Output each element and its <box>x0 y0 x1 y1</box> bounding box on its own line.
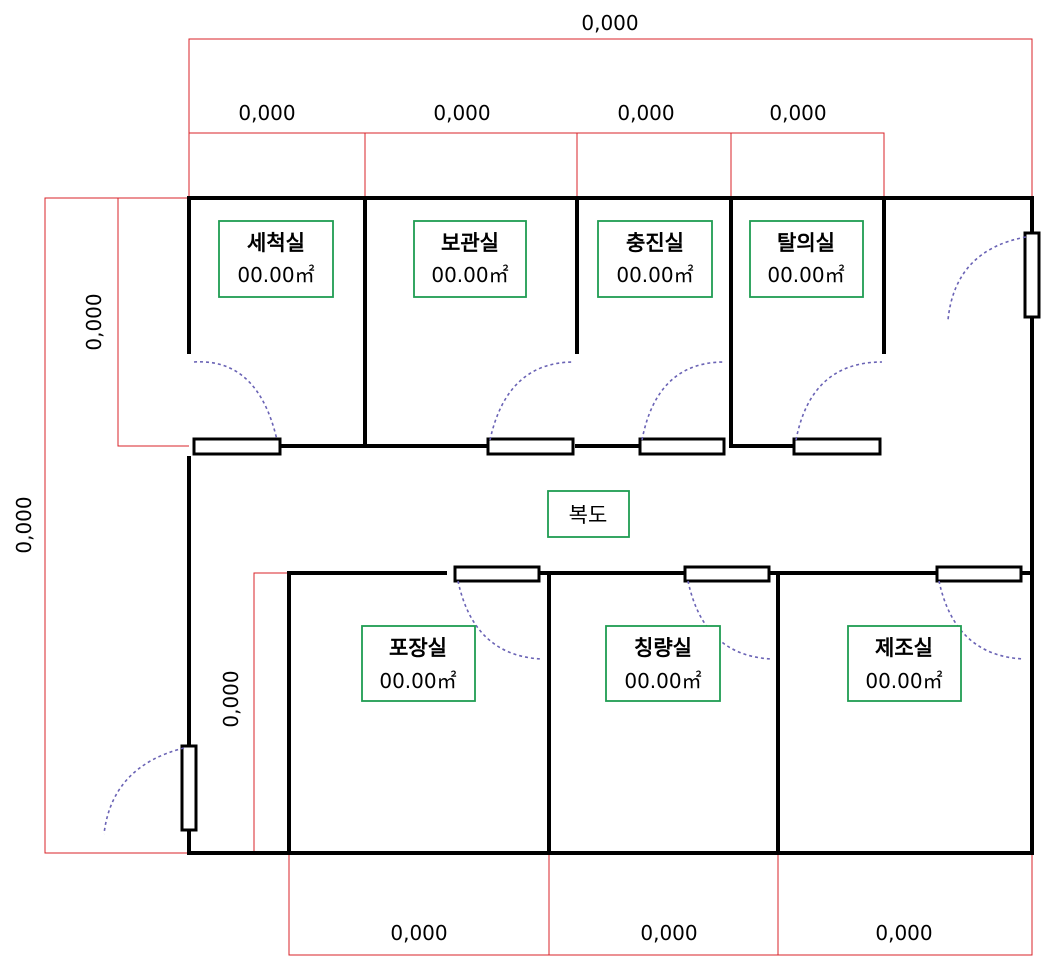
dim-left-upper: 0,000 <box>82 293 106 350</box>
dim-left-lower: 0,000 <box>219 670 243 727</box>
dim-top-segment-1: 0,000 <box>238 101 295 125</box>
room-labels: 세척실 00.00㎡ 보관실 00.00㎡ 충진실 00.00㎡ 탈의실 00.… <box>218 220 962 702</box>
door-entrance-right <box>1023 231 1041 319</box>
room-storage: 보관실 00.00㎡ <box>413 220 527 298</box>
door-weighing <box>683 565 771 583</box>
room-washing: 세척실 00.00㎡ <box>218 220 334 298</box>
dim-top-overall: 0,000 <box>581 11 638 35</box>
door-undressing <box>792 437 882 456</box>
room-filling: 충진실 00.00㎡ <box>597 220 713 298</box>
room-filling-area: 00.00㎡ <box>616 263 693 287</box>
door-filling <box>638 437 726 456</box>
room-packaging-area: 00.00㎡ <box>379 669 456 693</box>
door-washing <box>192 437 282 456</box>
room-manufacturing-name: 제조실 <box>875 636 933 660</box>
room-washing-name: 세척실 <box>247 231 305 255</box>
dim-bottom-segment-3: 0,000 <box>875 921 932 945</box>
door-manufacturing <box>935 565 1023 583</box>
room-filling-name: 충진실 <box>626 231 684 255</box>
doors <box>180 231 1041 832</box>
room-packaging-name: 포장실 <box>389 636 447 660</box>
dim-top-segment-3: 0,000 <box>617 101 674 125</box>
door-swings <box>103 236 1027 835</box>
walls <box>187 196 1034 855</box>
room-manufacturing-area: 00.00㎡ <box>865 669 942 693</box>
room-manufacturing: 제조실 00.00㎡ <box>847 625 962 702</box>
room-weighing: 칭량실 00.00㎡ <box>605 625 721 702</box>
dim-top-segment-2: 0,000 <box>433 101 490 125</box>
dim-bottom-segment-2: 0,000 <box>640 921 697 945</box>
room-weighing-name: 칭량실 <box>634 636 692 660</box>
room-packaging: 포장실 00.00㎡ <box>361 625 476 702</box>
room-corridor: 복도 <box>547 490 630 538</box>
door-storage <box>486 437 575 456</box>
room-undressing-name: 탈의실 <box>777 231 835 255</box>
room-undressing: 탈의실 00.00㎡ <box>749 220 864 298</box>
dim-left-overall: 0,000 <box>12 496 36 553</box>
room-storage-name: 보관실 <box>441 231 499 255</box>
door-packaging <box>453 565 541 583</box>
room-washing-area: 00.00㎡ <box>237 263 314 287</box>
dim-bottom-segment-1: 0,000 <box>390 921 447 945</box>
room-corridor-name: 복도 <box>569 503 608 527</box>
room-storage-area: 00.00㎡ <box>431 263 508 287</box>
door-entrance-left <box>180 744 198 832</box>
dim-top-segment-4: 0,000 <box>769 101 826 125</box>
room-weighing-area: 00.00㎡ <box>624 669 701 693</box>
dimension-lines <box>44 38 1033 956</box>
room-undressing-area: 00.00㎡ <box>767 263 844 287</box>
